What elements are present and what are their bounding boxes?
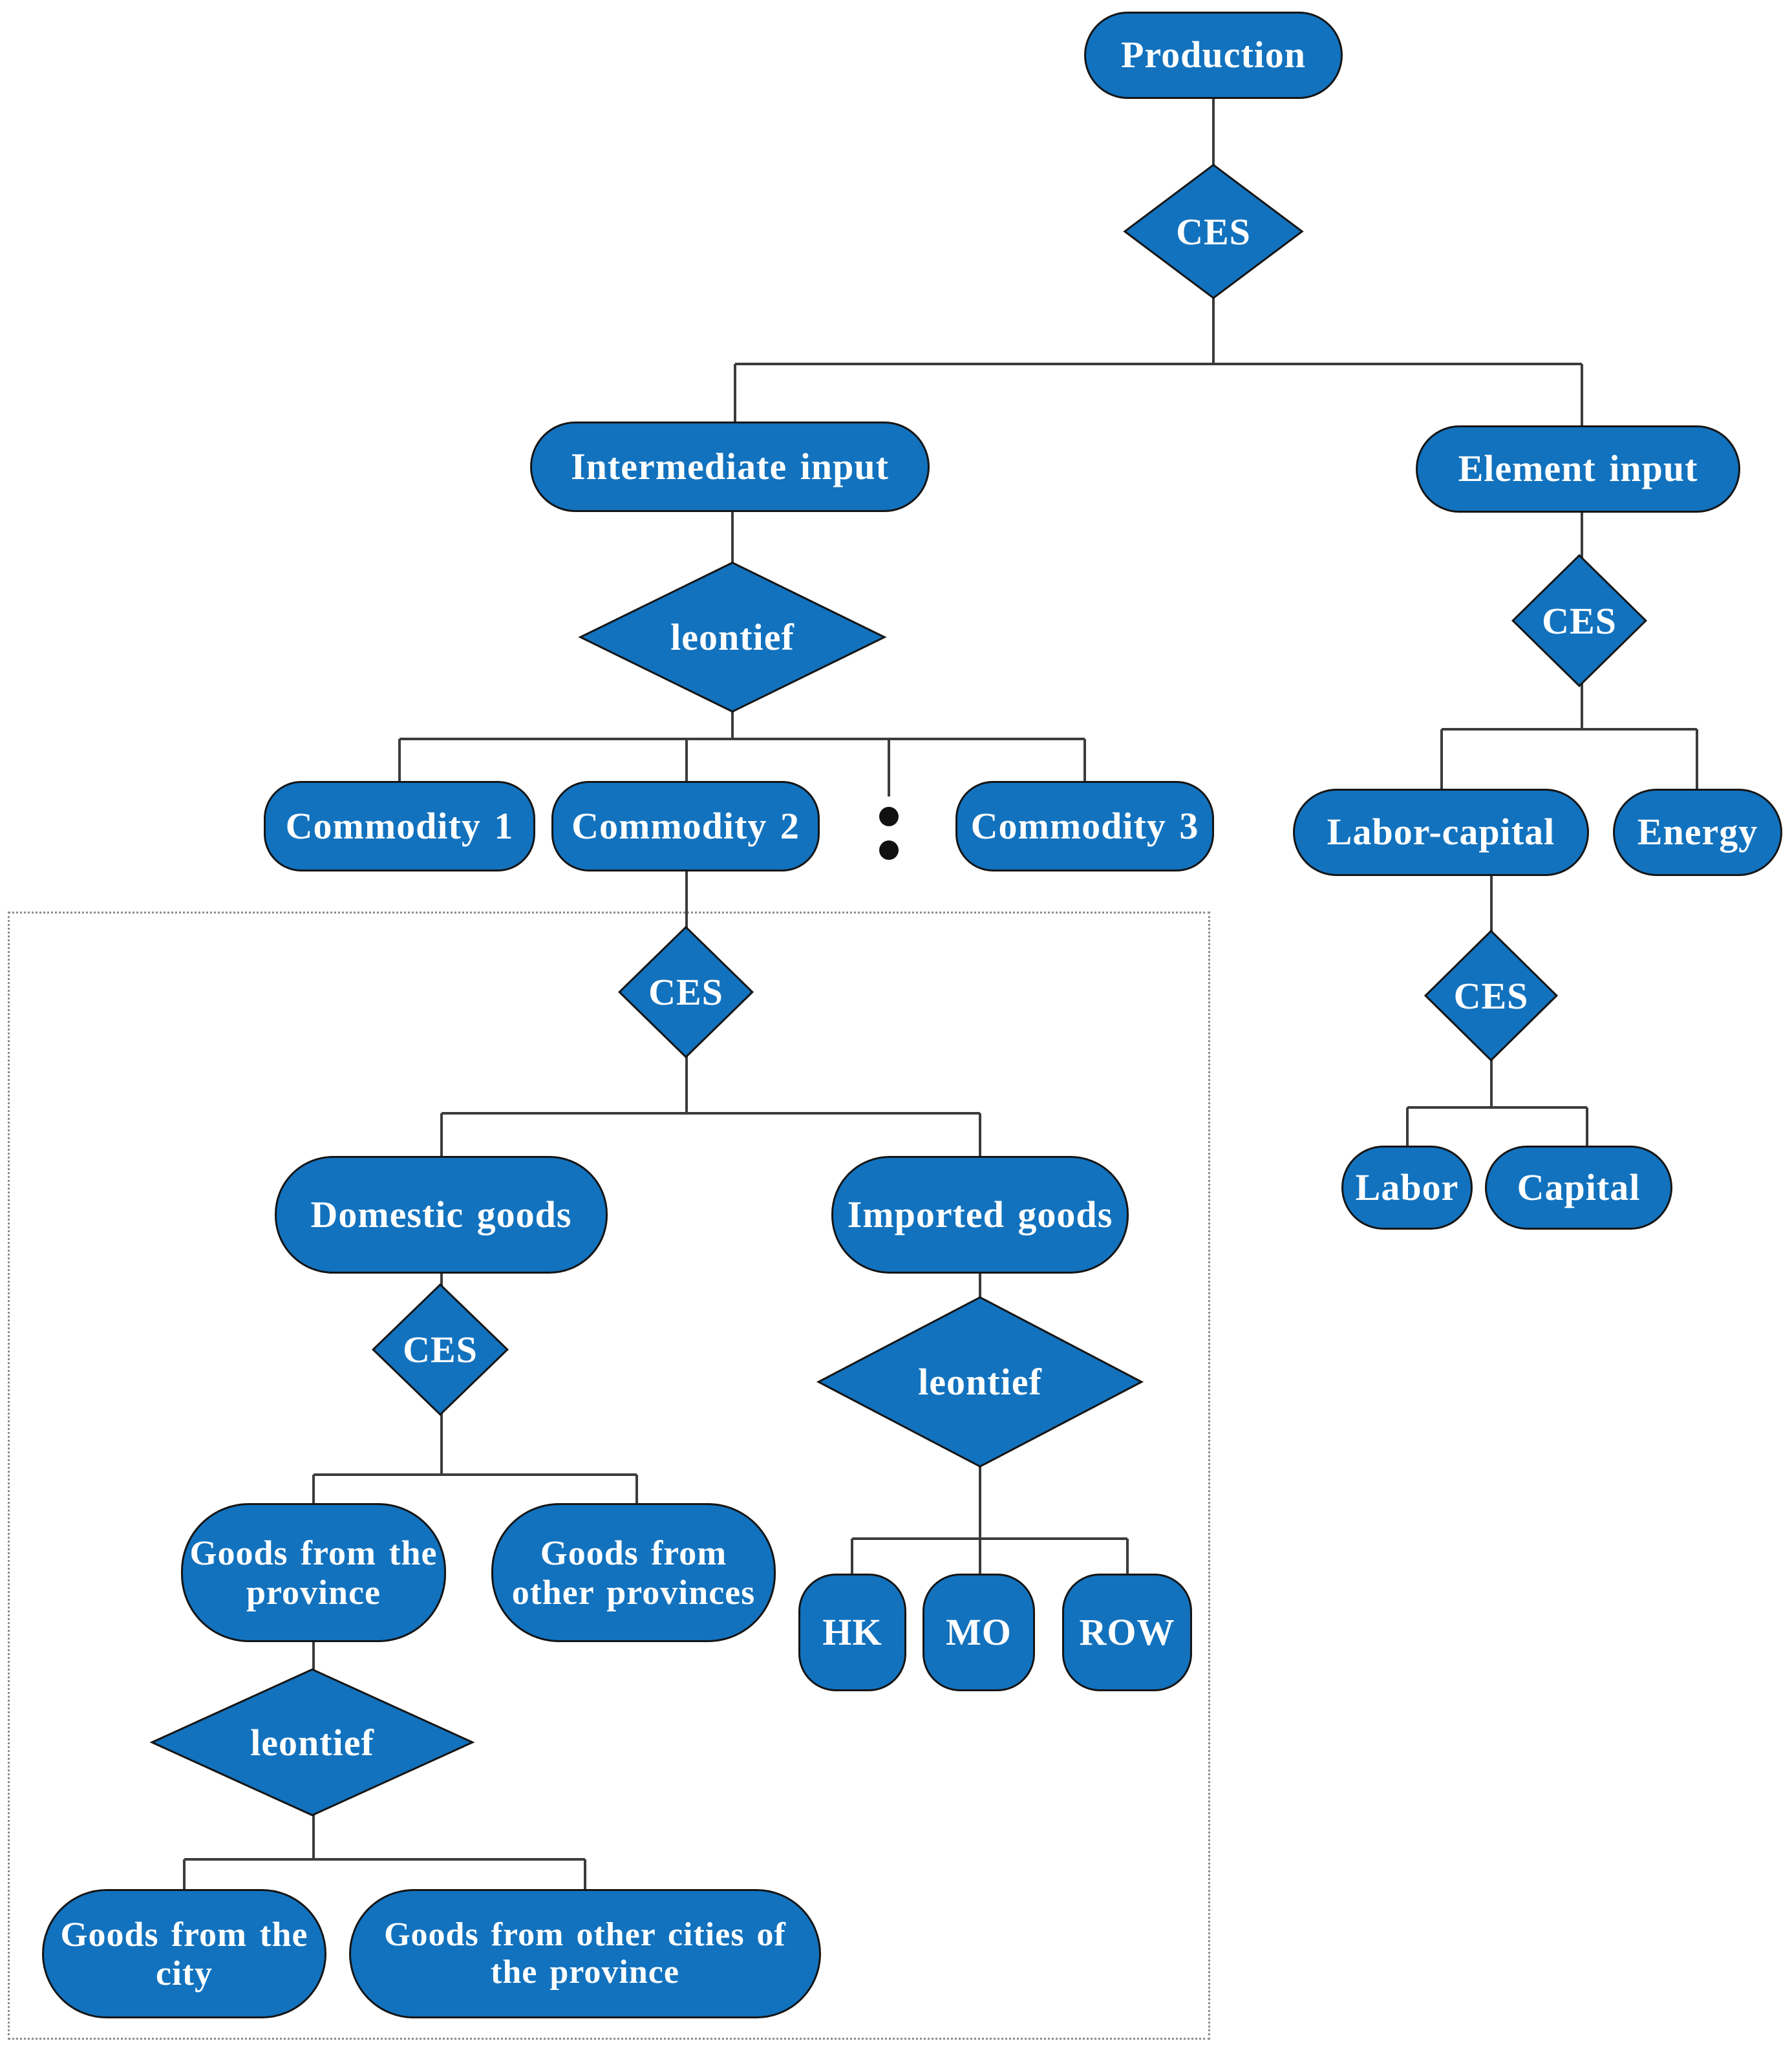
diamond-ces-element-label: CES	[1542, 599, 1617, 642]
diamond-ces-commodity2: CES	[618, 926, 754, 1058]
node-energy: Energy	[1613, 789, 1782, 876]
node-capital-label: Capital	[1517, 1166, 1641, 1208]
node-production: Production	[1084, 12, 1343, 99]
node-commodity-2: Commodity 2	[551, 781, 820, 871]
diamond-shape-icon	[1511, 554, 1647, 687]
node-goods-from-other-provinces-label: Goods from other provinces	[511, 1534, 756, 1612]
diamond-ces-domestic-label: CES	[403, 1329, 478, 1371]
diamond-ces-production: CES	[1123, 164, 1304, 299]
node-goods-from-province: Goods from the province	[181, 1503, 446, 1642]
node-goods-from-city: Goods from the city	[42, 1889, 326, 2018]
node-goods-from-other-cities-label: Goods from other cities of the province	[384, 1916, 786, 1991]
commodity-detail-group-box	[8, 912, 1210, 2040]
node-commodity-2-label: Commodity 2	[571, 804, 800, 847]
diamond-leontief-province-label: leontief	[250, 1721, 374, 1764]
node-element-input: Element input	[1416, 425, 1740, 513]
node-intermediate-input-label: Intermediate input	[571, 445, 889, 487]
node-goods-from-city-label: Goods from the city	[60, 1914, 308, 1993]
diamond-ces-labor-capital-label: CES	[1453, 974, 1529, 1017]
node-labor-capital-label: Labor-capital	[1327, 811, 1555, 853]
node-domestic-goods-label: Domestic goods	[310, 1193, 572, 1235]
node-production-label: Production	[1120, 34, 1307, 76]
diamond-shape-icon	[372, 1283, 509, 1416]
node-domestic-goods: Domestic goods	[275, 1156, 608, 1274]
node-goods-from-province-label: Goods from the province	[189, 1534, 438, 1612]
node-imported-goods: Imported goods	[831, 1156, 1129, 1274]
diamond-leontief-imported: leontief	[815, 1296, 1145, 1468]
node-hk-label: HK	[822, 1610, 882, 1653]
node-commodity-3-label: Commodity 3	[970, 804, 1199, 847]
node-hk: HK	[798, 1574, 906, 1691]
vertical-ellipsis-icon	[879, 807, 899, 860]
diamond-ces-element: CES	[1511, 554, 1647, 687]
diamond-leontief-intermediate-label: leontief	[670, 616, 795, 658]
diamond-shape-icon	[149, 1668, 476, 1817]
diamond-leontief-imported-label: leontief	[918, 1361, 1042, 1403]
node-labor-capital: Labor-capital	[1293, 789, 1589, 876]
diamond-ces-commodity2-label: CES	[648, 971, 723, 1013]
node-goods-from-other-provinces: Goods from other provinces	[491, 1503, 776, 1642]
diamond-shape-icon	[618, 926, 754, 1058]
diamond-ces-domestic: CES	[372, 1283, 509, 1416]
diamond-leontief-intermediate: leontief	[577, 561, 888, 713]
node-row: ROW	[1062, 1574, 1192, 1691]
diamond-ces-labor-capital: CES	[1424, 930, 1558, 1062]
diamond-shape-icon	[1424, 930, 1558, 1062]
node-labor-label: Labor	[1355, 1166, 1459, 1208]
node-capital: Capital	[1485, 1146, 1672, 1230]
node-mo: MO	[923, 1574, 1035, 1691]
node-goods-from-other-cities: Goods from other cities of the province	[349, 1889, 821, 2018]
node-energy-label: Energy	[1637, 811, 1758, 853]
node-labor: Labor	[1341, 1146, 1473, 1230]
node-intermediate-input: Intermediate input	[530, 422, 930, 512]
node-row-label: ROW	[1079, 1610, 1175, 1653]
node-commodity-1: Commodity 1	[264, 781, 535, 871]
node-commodity-3: Commodity 3	[955, 781, 1214, 871]
node-mo-label: MO	[946, 1610, 1012, 1653]
diamond-shape-icon	[577, 561, 888, 713]
node-commodity-1-label: Commodity 1	[285, 804, 514, 847]
node-element-input-label: Element input	[1458, 447, 1698, 490]
diamond-ces-production-label: CES	[1176, 210, 1251, 253]
node-imported-goods-label: Imported goods	[847, 1193, 1113, 1235]
diamond-leontief-province: leontief	[149, 1668, 476, 1817]
diamond-shape-icon	[815, 1296, 1145, 1468]
diamond-shape-icon	[1123, 164, 1304, 299]
